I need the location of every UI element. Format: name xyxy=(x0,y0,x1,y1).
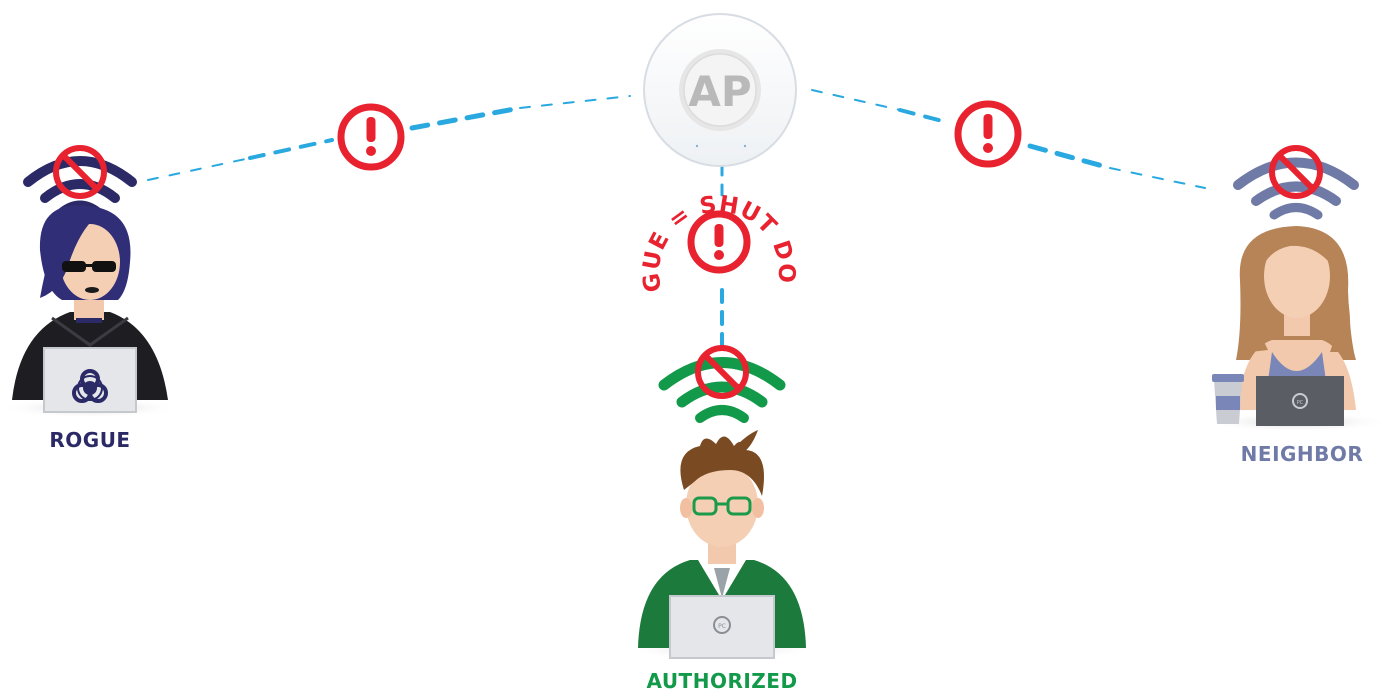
alert-icon xyxy=(337,103,405,171)
access-point: AP xyxy=(644,14,796,166)
neighbor-actor: PC NEIGHBOR xyxy=(1206,148,1385,466)
alert-icon xyxy=(691,214,747,270)
ap-label: AP xyxy=(688,67,751,116)
rogue-label: ROGUE xyxy=(49,428,130,452)
neighbor-label: NEIGHBOR xyxy=(1241,442,1364,466)
authorized-actor: PC AUTHORIZED xyxy=(630,348,814,693)
svg-text:PC: PC xyxy=(718,623,726,630)
svg-text:PC: PC xyxy=(1297,400,1304,406)
alert-icon xyxy=(954,100,1022,168)
coffee-cup-icon xyxy=(1212,374,1244,424)
authorized-label: AUTHORIZED xyxy=(646,669,797,693)
rogue-actor: ROGUE xyxy=(0,148,180,452)
